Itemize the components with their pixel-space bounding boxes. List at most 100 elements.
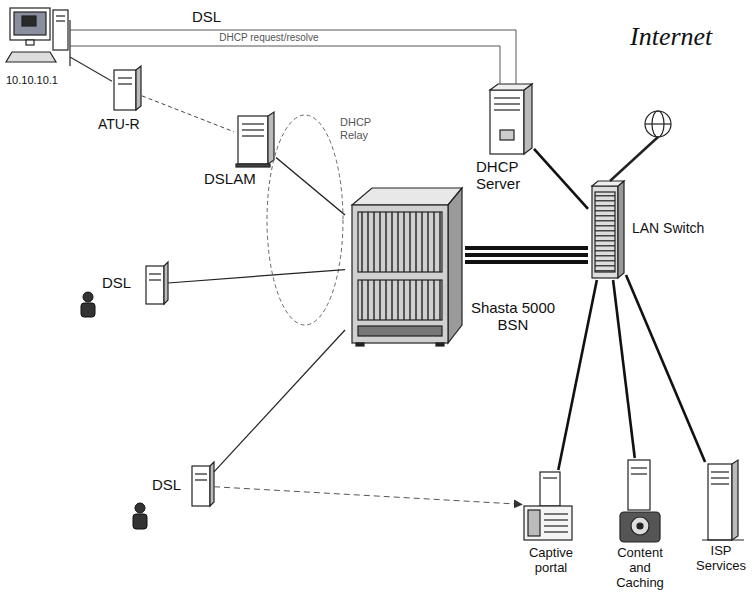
cache-icon <box>631 467 647 468</box>
chassis-icon <box>358 280 442 320</box>
dslam-icon <box>242 123 264 124</box>
switch-icon <box>592 181 624 278</box>
connector <box>534 149 588 209</box>
connector <box>276 158 345 216</box>
device-label: LAN Switch <box>632 220 704 236</box>
device-label: Shasta 5000 BSN <box>465 299 561 334</box>
chassis-icon <box>448 188 462 343</box>
computer-icon <box>10 8 50 40</box>
computer-icon <box>56 20 65 21</box>
modem-icon <box>118 77 132 78</box>
chassis-icon <box>352 205 448 343</box>
free-label: DSL <box>192 8 221 25</box>
device-node: DHCP Server <box>482 84 534 156</box>
connector-line <box>70 57 112 81</box>
device-node: 10.10.10.1 <box>8 8 70 70</box>
chassis-icon <box>352 188 462 346</box>
connector <box>613 280 635 458</box>
portal-icon <box>524 472 572 540</box>
chassis-icon <box>358 212 442 272</box>
device-node: LAN Switch <box>588 180 626 280</box>
connector-line <box>558 280 597 470</box>
connector-line <box>168 270 345 283</box>
connector-line <box>465 246 588 250</box>
connector-line <box>465 260 588 264</box>
computer-icon <box>6 8 70 66</box>
modem-icon <box>114 66 141 110</box>
connector-line <box>276 158 345 216</box>
user-icon <box>81 292 147 529</box>
modem-icon <box>195 473 207 474</box>
server-icon <box>702 539 744 540</box>
connector-line <box>534 149 588 209</box>
globe-icon <box>645 123 671 124</box>
chassis-icon <box>352 188 462 205</box>
user-icon <box>83 292 93 302</box>
connector-line <box>465 253 588 257</box>
portal-icon <box>528 510 540 536</box>
computer-icon <box>6 52 56 62</box>
device-node: Shasta 5000 BSN <box>345 185 465 345</box>
connector <box>558 280 597 470</box>
free-label: Internet <box>630 22 712 52</box>
connector <box>168 270 345 283</box>
device-node: DSL <box>142 262 168 306</box>
server-icon <box>494 97 520 98</box>
device-label: ISP Services <box>694 544 748 574</box>
server-icon <box>490 84 532 90</box>
device-label: DHCP Server <box>476 158 530 193</box>
connector-line <box>70 46 500 84</box>
computer-icon <box>26 40 34 45</box>
server-icon <box>708 464 732 540</box>
device-node: DSL <box>188 462 214 510</box>
modem-icon <box>146 266 164 304</box>
switch-icon <box>595 192 615 272</box>
cache-icon <box>637 523 643 529</box>
cache-icon <box>628 460 650 510</box>
dslam-icon <box>238 116 268 164</box>
connector <box>70 30 516 84</box>
modem-icon <box>136 66 141 110</box>
computer-icon <box>14 12 46 35</box>
cache-icon <box>631 517 649 535</box>
modem-icon <box>149 273 161 274</box>
connector-line <box>626 275 705 462</box>
device-label: Content and Caching <box>609 546 671 591</box>
chassis-icon <box>358 326 442 336</box>
device-node: ISP Services <box>700 462 744 542</box>
modem-icon <box>210 462 214 506</box>
free-label: DHCP Relay <box>340 116 384 141</box>
connector <box>626 275 705 462</box>
relay-ellipse <box>267 115 343 325</box>
server-icon <box>702 460 744 540</box>
dslam-icon <box>236 112 274 167</box>
computer-icon <box>69 20 70 66</box>
chassis-icon <box>356 343 364 346</box>
globe-icon <box>610 137 658 181</box>
dslam-icon <box>268 112 274 164</box>
portal-icon <box>544 513 568 514</box>
dslam-icon <box>242 135 264 136</box>
device-label: 10.10.10.1 <box>6 74 58 87</box>
connector-line <box>142 96 234 132</box>
computer-icon <box>53 10 68 50</box>
connector <box>465 248 588 262</box>
connector-line <box>70 30 516 84</box>
connector <box>214 487 522 505</box>
chassis-icon <box>436 343 444 346</box>
modem-icon <box>149 279 161 280</box>
server-icon <box>711 483 729 484</box>
portal-icon <box>543 477 557 478</box>
modem-icon <box>192 466 210 506</box>
connector-line <box>214 487 522 505</box>
globe-icon <box>610 111 671 181</box>
computer-icon <box>56 15 65 16</box>
device-node: DSLAM <box>234 112 276 168</box>
server-icon <box>711 477 729 478</box>
switch-icon <box>592 181 624 186</box>
server-icon <box>490 84 532 154</box>
device-label: DSLAM <box>204 170 256 187</box>
modem-icon <box>146 262 214 506</box>
device-label: DSL <box>152 476 181 493</box>
device-node: Content and Caching <box>618 458 662 544</box>
